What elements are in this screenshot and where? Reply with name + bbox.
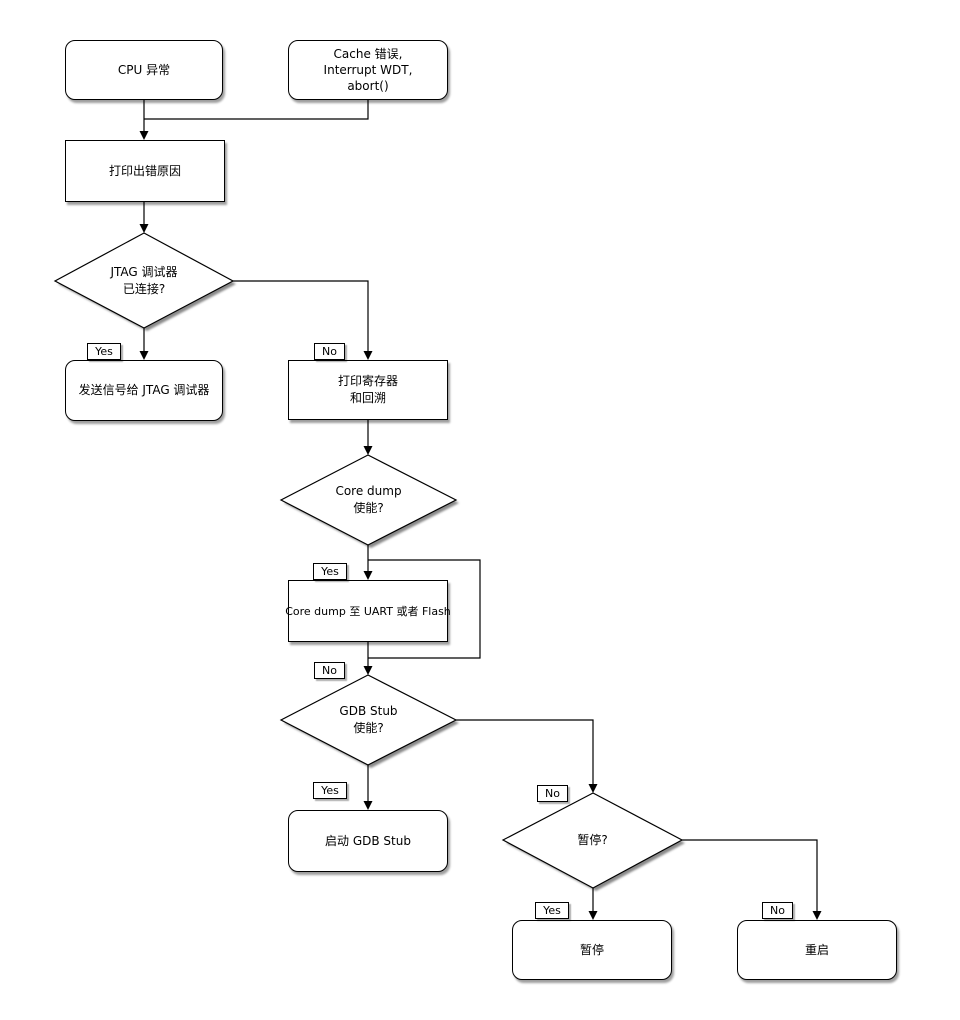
diamond-core-dump-enabled-shape	[279, 454, 458, 546]
node-start-gdb-stub: 启动 GDB Stub	[288, 810, 448, 872]
connectors	[143, 100, 818, 916]
diamond-shadows	[58, 236, 685, 891]
node-reboot: 重启	[737, 920, 897, 980]
edge-label-coredump-no: No	[314, 662, 345, 679]
edge-label-jtag-no: No	[314, 343, 345, 360]
node-label: Cache 错误,	[333, 47, 403, 61]
node-send-signal-jtag: 发送信号给 JTAG 调试器	[65, 360, 223, 421]
arrowheads	[139, 131, 822, 920]
diamond-jtag-connected-shape	[53, 232, 235, 329]
diamond-halt-shape	[501, 792, 684, 889]
node-cpu-exception: CPU 异常	[65, 40, 223, 100]
node-label: 打印寄存器	[337, 374, 398, 388]
node-print-error-reason: 打印出错原因	[65, 140, 225, 202]
node-label: 打印出错原因	[108, 163, 181, 178]
edge-label-halt-yes: Yes	[535, 902, 569, 919]
edge-label-gdb-no: No	[537, 785, 568, 802]
edge-halt-no	[682, 839, 818, 914]
node-label: 发送信号给 JTAG 调试器	[78, 383, 210, 397]
edge-top-merge	[143, 100, 369, 136]
node-label: abort()	[347, 79, 389, 93]
edge-gdb-no	[456, 719, 594, 789]
node-label: Core dump 至 UART 或者 Flash	[285, 604, 451, 618]
edge-label-halt-no: No	[762, 902, 793, 919]
diamond-shapes	[53, 232, 684, 889]
node-label: 暂停	[579, 942, 604, 957]
edge-label-jtag-yes: Yes	[87, 343, 121, 360]
node-cache-error: Cache 错误, Interrupt WDT, abort()	[288, 40, 448, 100]
diamond-gdb-stub-enabled-shape	[279, 674, 458, 766]
node-print-registers-backtrace: 打印寄存器 和回溯	[288, 360, 448, 420]
edge-jtag-no	[233, 280, 369, 356]
node-label: 启动 GDB Stub	[325, 833, 411, 848]
node-label: CPU 异常	[117, 62, 171, 77]
edge-coredump-no-bypass	[368, 559, 481, 659]
node-core-dump-uart-flash: Core dump 至 UART 或者 Flash	[285, 580, 451, 642]
node-halt: 暂停	[512, 920, 672, 980]
node-label: Interrupt WDT,	[323, 63, 413, 77]
edge-label-gdb-yes: Yes	[313, 782, 347, 799]
node-label: 重启	[804, 942, 829, 957]
node-label: 和回溯	[349, 391, 386, 405]
edge-label-coredump-yes: Yes	[313, 563, 347, 580]
